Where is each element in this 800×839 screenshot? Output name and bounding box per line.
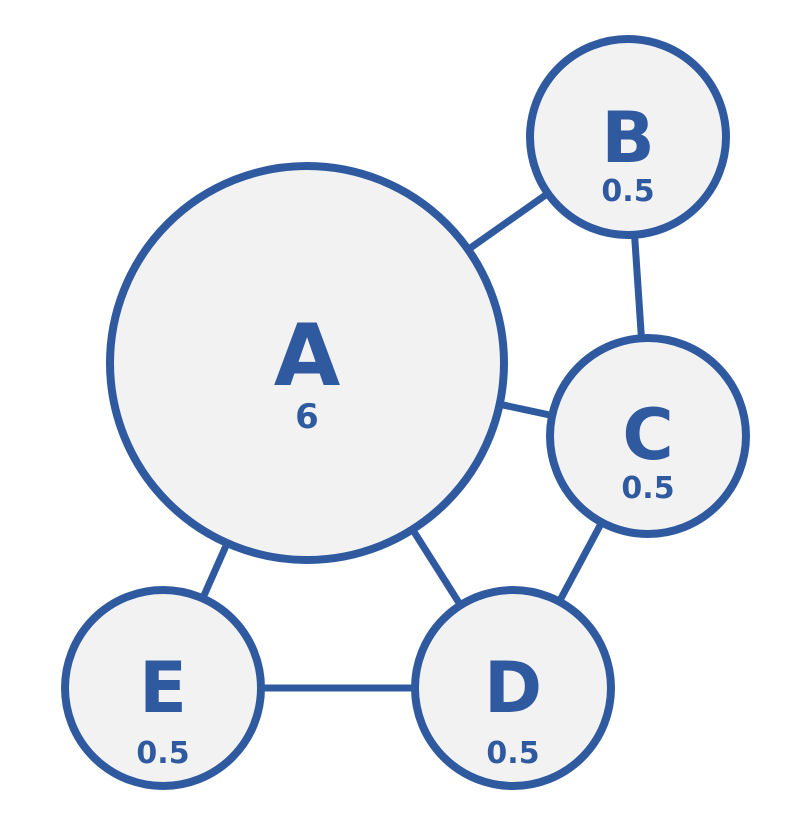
- node-b-circle: [526, 35, 730, 239]
- node-e-circle: [61, 586, 265, 790]
- node-d-label: D: [484, 647, 542, 729]
- node-a: A6: [106, 162, 508, 564]
- node-c-value: 0.5: [621, 471, 674, 506]
- node-e: E 0.5: [61, 586, 265, 790]
- node-c-circle: [546, 334, 750, 538]
- node-e-value: 0.5: [136, 736, 189, 771]
- node-c: C0.5: [546, 334, 750, 538]
- node-a-label: A: [274, 306, 341, 406]
- node-b: B0.5: [526, 35, 730, 239]
- node-d-circle: [411, 586, 615, 790]
- node-a-circle: [106, 162, 508, 564]
- node-e-label: E: [139, 647, 187, 729]
- node-a-value: 6: [295, 397, 319, 437]
- node-d: D 0.5: [411, 586, 615, 790]
- node-c-label: C: [622, 394, 673, 476]
- node-b-value: 0.5: [601, 174, 654, 209]
- node-b-label: B: [601, 97, 654, 179]
- node-d-value: 0.5: [486, 736, 539, 771]
